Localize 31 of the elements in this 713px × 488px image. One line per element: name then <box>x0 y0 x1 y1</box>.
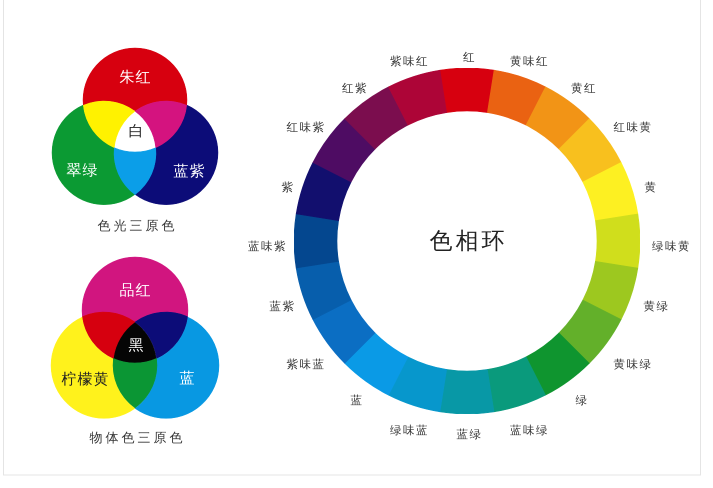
circle-label: 品红 <box>118 282 152 298</box>
hue-label: 蓝紫 <box>268 300 296 314</box>
diagram-caption: 色光三原色 <box>96 220 178 234</box>
hue-label: 绿味蓝 <box>388 424 429 437</box>
hue-label: 黄味红 <box>509 54 549 68</box>
hue-label: 绿味黄 <box>651 240 691 252</box>
circle-label: 朱红 <box>118 68 152 86</box>
circle-label: 柠檬黄 <box>60 370 110 388</box>
hue-label: 红味黄 <box>612 121 652 134</box>
hue-label: 红紫 <box>340 82 368 95</box>
circle-label: 蓝 <box>178 370 196 386</box>
hue-label: 绿 <box>574 394 588 408</box>
circle-label: 蓝紫 <box>172 162 206 180</box>
hue-label: 蓝绿 <box>456 428 482 441</box>
hue-label: 黄 <box>643 180 658 194</box>
hue-label: 紫味红 <box>388 54 429 68</box>
circle-label: 黑 <box>127 336 144 354</box>
circle-label: 白 <box>127 122 144 140</box>
hue-label: 蓝 <box>350 394 364 408</box>
hue-label: 紫 <box>280 180 295 194</box>
hue-label: 红 <box>462 51 476 64</box>
hue-label: 蓝味紫 <box>247 240 287 252</box>
hue-label: 黄味绿 <box>612 358 652 371</box>
diagram-caption: 物体色三原色 <box>88 432 186 446</box>
wheel-title: 色相环 <box>428 229 508 255</box>
hue-label: 黄红 <box>570 82 598 95</box>
hue-label: 红味紫 <box>286 121 326 134</box>
hue-label: 黄绿 <box>642 300 670 314</box>
hue-label: 紫味蓝 <box>286 358 326 371</box>
hue-label: 蓝味绿 <box>509 424 549 437</box>
circle-label: 翠绿 <box>65 162 98 178</box>
